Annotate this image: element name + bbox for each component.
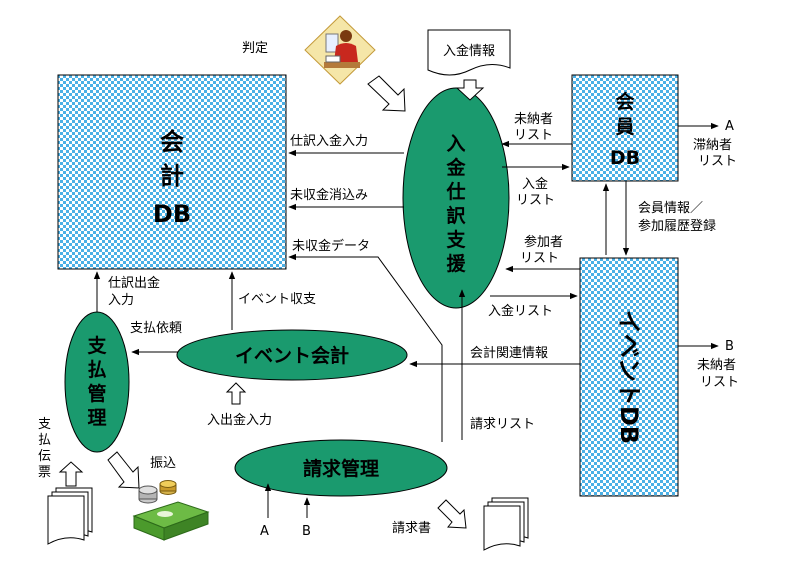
nyukin-shiwake-ellipse: 入 金 仕 訳 支 援	[402, 87, 510, 309]
shiharai-denpyo-label: 支 払 伝 票	[38, 417, 51, 480]
svg-text:会: 会	[615, 90, 634, 113]
svg-text:請求リスト: 請求リスト	[470, 417, 535, 432]
money-bills-coins-icon	[132, 480, 210, 541]
svg-text:請求書: 請求書	[392, 521, 431, 536]
svg-text:支払依頼: 支払依頼	[130, 321, 182, 336]
event-kaikei-label: イベント会計	[235, 344, 349, 367]
svg-text:管: 管	[87, 382, 106, 405]
svg-text:会員情報／: 会員情報／	[638, 201, 703, 216]
kaikei-db-label-3: DB	[153, 200, 191, 228]
shiwake-nyukin-nyuryoku-label: 仕訳入金入力	[290, 133, 368, 149]
svg-text:B: B	[725, 339, 734, 354]
mishukin-data-label: 未収金データ	[292, 238, 370, 254]
svg-text:票: 票	[38, 465, 51, 480]
svg-text:イベント収支: イベント収支	[238, 292, 316, 307]
block-arrow-nyukin-joho	[455, 79, 485, 101]
hantei-label: 判定	[242, 41, 268, 56]
svg-text:入金: 入金	[522, 176, 548, 192]
svg-text:リスト: リスト	[698, 154, 737, 169]
mishukin-keshikomi-label: 未収金消込み	[290, 187, 368, 203]
svg-text:DB: DB	[610, 147, 640, 169]
svg-text:リスト: リスト	[520, 251, 559, 266]
svg-text:リスト: リスト	[516, 193, 555, 208]
svg-text:B: B	[302, 524, 311, 539]
person-at-desk-icon	[304, 15, 376, 85]
svg-text:払: 払	[87, 359, 106, 381]
svg-text:支: 支	[86, 335, 107, 357]
svg-text:入金リスト: 入金リスト	[488, 303, 553, 319]
svg-text:入金情報: 入金情報	[443, 43, 495, 59]
svg-text:仕訳出金: 仕訳出金	[108, 275, 160, 291]
seikyu-kanri-ellipse: 請求管理	[234, 439, 448, 497]
svg-text:A: A	[260, 524, 269, 539]
svg-text:理: 理	[87, 407, 106, 429]
svg-text:援: 援	[446, 252, 466, 275]
block-arrows	[58, 75, 485, 529]
invoice-stack-icon	[483, 497, 529, 551]
svg-text:振込: 振込	[150, 456, 176, 471]
svg-text:仕: 仕	[445, 180, 465, 203]
block-arrow-furikomi	[107, 451, 140, 489]
connector-lines	[93, 122, 719, 518]
svg-text:参加者: 参加者	[524, 234, 563, 250]
kaikei-db-box: 会 計 DB	[57, 74, 287, 270]
block-arrow-denpyo	[58, 461, 84, 487]
seikyu-kanri-label: 請求管理	[303, 457, 379, 480]
block-arrow-judge	[367, 75, 406, 112]
kaikei-db-label-2: 計	[160, 162, 184, 190]
svg-text:会計関連情報: 会計関連情報	[470, 345, 548, 361]
svg-text:金: 金	[445, 156, 466, 179]
svg-text:入力: 入力	[108, 293, 134, 308]
svg-text:訳: 訳	[446, 204, 466, 227]
kaikei-db-label-1: 会	[160, 128, 184, 156]
svg-text:滞納者: 滞納者	[693, 138, 732, 153]
block-arrow-nyushukkin	[225, 382, 247, 405]
svg-text:参加履歴登録: 参加履歴登録	[638, 218, 716, 234]
svg-text:リスト: リスト	[700, 375, 739, 390]
nyukin-joho-doc: 入金情報	[427, 29, 511, 76]
event-db-label: イベントDB	[615, 310, 643, 444]
svg-text:入出金入力: 入出金入力	[207, 412, 272, 428]
svg-text:払: 払	[38, 433, 51, 448]
diagram-labels: 判定 仕訳入金入力 未収金消込み 未収金データ 未納者 リスト 入金 リスト 参…	[38, 41, 739, 539]
svg-text:リスト: リスト	[514, 128, 553, 143]
svg-text:未納者: 未納者	[514, 112, 553, 127]
payment-slip-icon	[47, 487, 93, 545]
svg-text:員: 員	[615, 116, 634, 138]
svg-text:A: A	[725, 119, 734, 134]
svg-text:未納者: 未納者	[697, 358, 736, 373]
shiharai-kanri-ellipse: 支 払 管 理	[64, 311, 130, 453]
event-kaikei-ellipse: イベント会計	[176, 329, 408, 381]
svg-text:支: 支	[38, 417, 51, 432]
event-db-box: イベントDB	[579, 257, 679, 497]
kaiin-db-box: 会 員 DB	[571, 74, 679, 182]
svg-text:支: 支	[445, 229, 466, 251]
block-arrow-seikyusho	[437, 499, 467, 529]
svg-text:入: 入	[446, 133, 465, 155]
svg-text:伝: 伝	[38, 449, 51, 464]
